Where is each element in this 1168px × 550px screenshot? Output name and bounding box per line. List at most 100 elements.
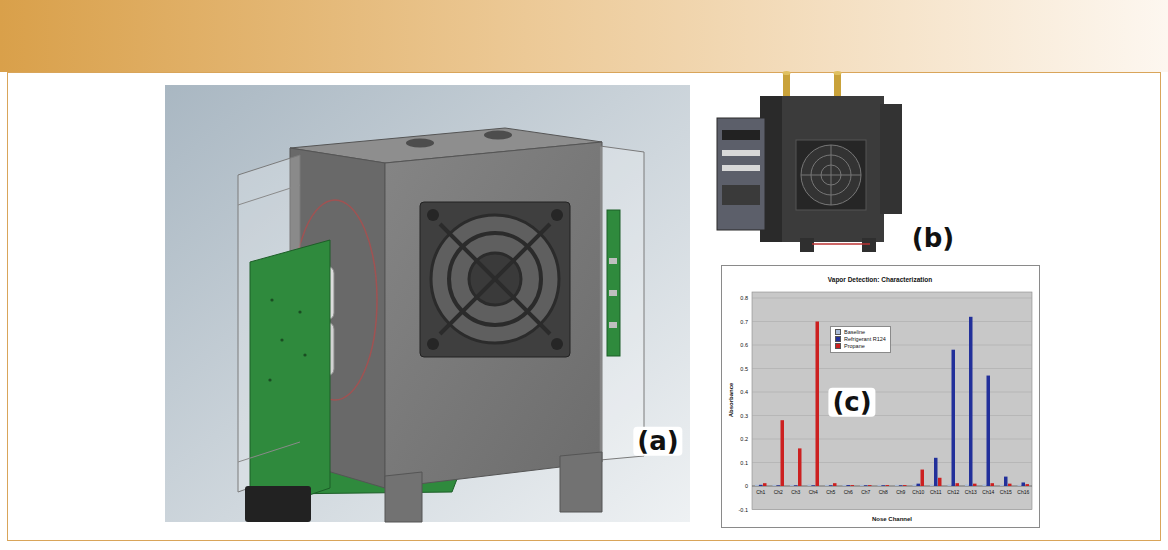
data-bar <box>1026 484 1030 486</box>
axis-tick: Ch8 <box>879 490 888 496</box>
illustration-shape <box>796 140 866 210</box>
data-bar <box>917 484 921 486</box>
axis-tick: 0.8 <box>740 295 748 301</box>
illustration-shape <box>385 142 602 488</box>
data-bar <box>781 420 785 486</box>
data-bar <box>763 483 767 486</box>
illustration-shape <box>560 452 602 512</box>
axis-title: Nose Channel <box>872 516 912 523</box>
data-bar <box>969 317 973 486</box>
panel-frame <box>8 73 1161 541</box>
illustration-shape <box>609 290 617 296</box>
axis-tick: 0.3 <box>740 412 748 418</box>
panel-label: (a) <box>633 427 682 456</box>
data-bar <box>956 483 960 486</box>
illustration-shape <box>722 150 760 156</box>
axis-tick: 0 <box>745 483 748 489</box>
illustration-shape <box>760 96 884 242</box>
grid-line <box>752 345 1032 346</box>
chart-title: Vapor Detection: Characterization <box>828 276 932 283</box>
data-bar <box>886 485 890 487</box>
data-bar <box>878 485 882 486</box>
illustration-shape <box>303 353 306 356</box>
illustration-shape <box>250 240 330 515</box>
data-bar <box>773 485 777 486</box>
axis-tick: 0.1 <box>740 459 748 465</box>
data-bar <box>930 485 934 486</box>
axis-tick: Ch15 <box>1000 490 1012 496</box>
data-bar <box>991 483 995 486</box>
data-bar <box>899 485 903 487</box>
cad-rendering <box>165 85 690 522</box>
data-bar <box>1022 482 1026 486</box>
grid-lines <box>752 298 1032 510</box>
axis-tick: Ch6 <box>844 490 853 496</box>
panel-label: (b) <box>908 224 958 253</box>
data-bar <box>882 485 886 487</box>
legend-text: Baseline <box>844 329 865 336</box>
data-bar <box>952 350 956 486</box>
data-bar <box>843 485 847 486</box>
axis-tick: 0.6 <box>740 342 748 348</box>
illustration-shape <box>431 215 559 343</box>
data-bar <box>934 458 938 486</box>
data-bar <box>790 485 794 486</box>
illustration-shape <box>752 292 1032 510</box>
data-bar <box>816 322 820 487</box>
data-bar <box>973 484 977 486</box>
illustration-shape <box>406 139 434 148</box>
data-bar <box>829 485 833 487</box>
grid-line <box>752 509 1032 510</box>
illustration-shape <box>831 145 832 205</box>
data-bar <box>868 485 872 487</box>
illustration-shape <box>609 322 617 328</box>
data-bar <box>1004 477 1008 486</box>
data-bar <box>851 485 855 487</box>
legend-swatch <box>835 329 841 335</box>
illustration-shape <box>783 71 791 75</box>
data-bar <box>847 485 851 487</box>
panel-label: (c) <box>828 388 875 417</box>
device-photo <box>717 71 902 252</box>
data-bar <box>777 485 781 487</box>
bars <box>755 317 1029 486</box>
data-bar <box>864 485 868 487</box>
bar-chart <box>722 266 1040 528</box>
illustration-shape <box>609 258 617 264</box>
axis-tick: Ch12 <box>947 490 959 496</box>
illustration-shape <box>600 146 644 460</box>
data-bar <box>913 485 917 486</box>
data-bar <box>812 485 816 487</box>
illustration-shape <box>298 310 301 313</box>
illustration-shape <box>440 224 550 334</box>
axis-tick: Ch5 <box>826 490 835 496</box>
data-bar <box>921 470 925 486</box>
data-bar <box>965 485 969 486</box>
illustration-shape <box>268 378 271 381</box>
axis-tick: Ch1 <box>756 490 765 496</box>
axis-tick: -0.1 <box>739 506 748 512</box>
legend-entry: Baseline <box>835 329 886 336</box>
axis-tick: 0.4 <box>740 389 748 395</box>
illustration-shape <box>722 185 760 205</box>
axis-tick: Ch11 <box>930 490 942 496</box>
illustration-shape <box>722 130 760 140</box>
illustration-shape <box>862 238 876 252</box>
illustration-shape <box>717 118 765 230</box>
legend-swatch <box>835 343 841 349</box>
illustration-shape <box>834 72 841 96</box>
axis-title: Absorbance <box>728 383 735 418</box>
illustration-shape <box>812 243 870 245</box>
illustration-shape <box>551 338 563 350</box>
chart-legend: BaselineRefrigerant R124Propane <box>830 326 891 353</box>
data-bar <box>987 376 991 486</box>
data-bar <box>895 485 899 486</box>
illustration-shape <box>270 298 273 301</box>
legend-entry: Refrigerant R124 <box>835 336 886 343</box>
illustration-shape <box>783 72 790 96</box>
illustration-shape <box>880 104 902 214</box>
legend-text: Refrigerant R124 <box>844 336 886 343</box>
